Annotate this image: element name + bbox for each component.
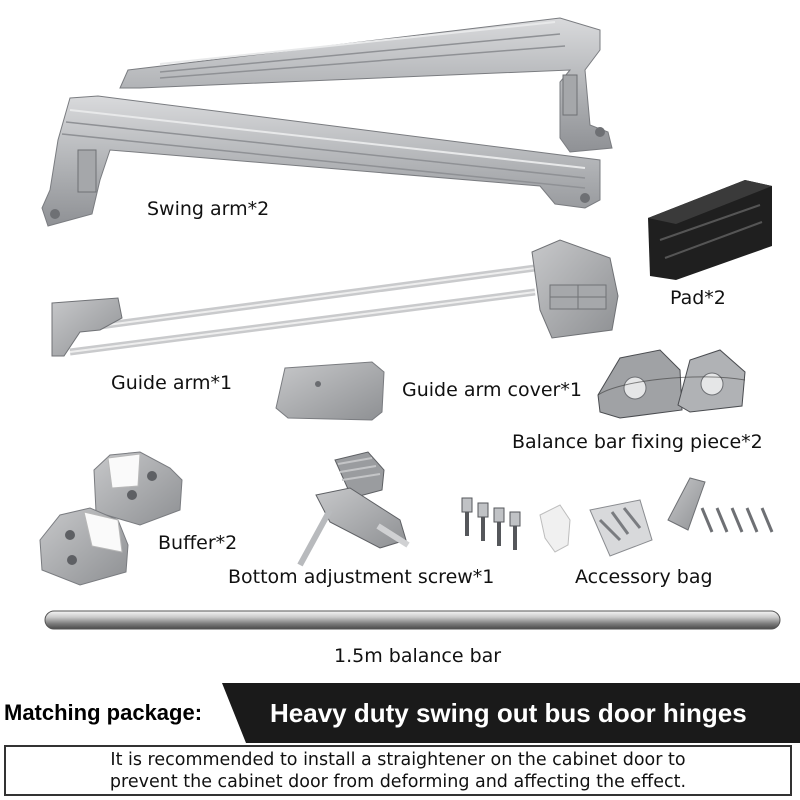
matching-package-label: Matching package: — [4, 700, 203, 725]
guide-arm — [51, 239, 619, 357]
bottom-adjustment-screw — [297, 451, 410, 567]
balance-bar-label: 1.5m balance bar — [334, 645, 502, 667]
pad-label: Pad*2 — [670, 287, 726, 309]
accessory-bag-items — [461, 477, 774, 557]
balance-bar-fixing-pieces — [597, 349, 746, 419]
installation-note: It is recommended to install a straighte… — [4, 745, 792, 796]
product-parts-display: Swing arm*2 Pad*2 Guide arm*1 Guide arm … — [39, 17, 781, 667]
banner-left-panel: Matching package: — [0, 683, 245, 743]
guide-arm-label: Guide arm*1 — [111, 372, 233, 394]
banner-right-panel: Heavy duty swing out bus door hinges — [222, 683, 800, 743]
note-line-1: It is recommended to install a straighte… — [110, 750, 686, 770]
buffer-pieces — [39, 451, 183, 586]
note-line-2: prevent the cabinet door from deforming … — [109, 772, 687, 792]
accessory-bag-label: Accessory bag — [575, 566, 713, 588]
bottom-adjustment-screw-label: Bottom adjustment screw*1 — [228, 566, 495, 588]
guide-arm-cover — [275, 361, 385, 421]
guide-arm-cover-label: Guide arm cover*1 — [402, 379, 582, 401]
swing-arm-lower — [41, 95, 601, 227]
product-title: Heavy duty swing out bus door hinges — [270, 698, 747, 728]
title-banner: Matching package: Heavy duty swing out b… — [0, 683, 800, 743]
balance-bar — [44, 610, 781, 630]
swing-arm-label: Swing arm*2 — [147, 198, 270, 220]
swing-arm-upper — [119, 17, 613, 153]
buffer-label: Buffer*2 — [158, 532, 238, 554]
pad-image — [648, 180, 772, 280]
banner-dark-shape — [222, 683, 800, 743]
balance-bar-fixing-piece-label: Balance bar fixing piece*2 — [512, 431, 763, 453]
